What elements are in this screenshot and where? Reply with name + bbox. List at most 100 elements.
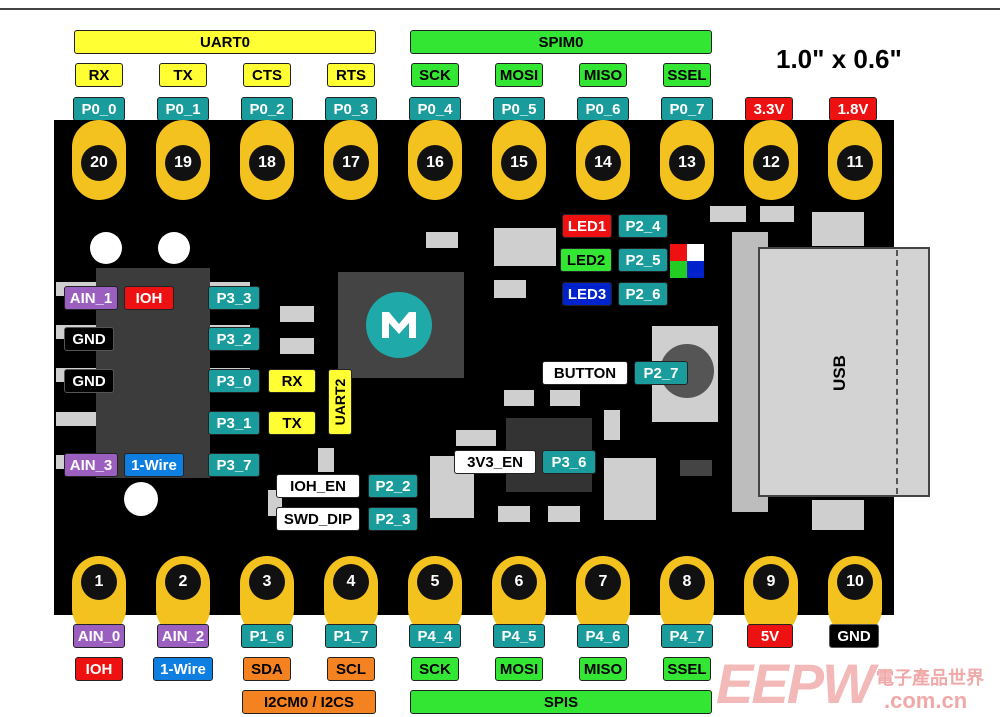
top-power-1v8: 1.8V <box>829 97 877 121</box>
smd-component <box>548 506 580 522</box>
port-p2-7: P2_7 <box>634 361 688 385</box>
pad-pin-2: 2 <box>156 556 210 636</box>
led3-port: P2_6 <box>618 282 668 306</box>
board-size-label: 1.0" x 0.6" <box>776 44 902 74</box>
label-3v3-en: 3V3_EN <box>454 450 536 474</box>
pin-number: 3 <box>249 564 285 600</box>
bottom-port-p4-6: P4_6 <box>577 624 629 648</box>
pad-pin-8: 8 <box>660 556 714 636</box>
spis-group-label: SPIS <box>410 690 712 714</box>
smd-component <box>550 390 580 406</box>
label-ioh-en: IOH_EN <box>276 474 360 498</box>
pad-pin-11: 11 <box>828 120 882 200</box>
bottom-label-sck: SCK <box>411 657 459 681</box>
bottom-label-1-wire: 1-Wire <box>153 657 213 681</box>
watermark-cn: 電子產品世界 <box>876 668 984 689</box>
pin-number: 2 <box>165 564 201 600</box>
usb-label: USB <box>830 355 849 391</box>
smd-component <box>426 232 458 248</box>
uart2-label: UART2 <box>328 369 352 435</box>
bottom-label-sda: SDA <box>243 657 291 681</box>
pad-pin-5: 5 <box>408 556 462 636</box>
pad-pin-17: 17 <box>324 120 378 200</box>
top-port-p0-2: P0_2 <box>241 97 293 121</box>
pin-number: 15 <box>501 145 537 181</box>
top-border-line <box>0 8 1000 10</box>
bottom-label-ioh: IOH <box>75 657 123 681</box>
pin-number: 5 <box>417 564 453 600</box>
pin-number: 8 <box>669 564 705 600</box>
pad-pin-13: 13 <box>660 120 714 200</box>
pad-pin-19: 19 <box>156 120 210 200</box>
uart2-tx-label: TX <box>268 411 316 435</box>
smd-component <box>280 338 314 354</box>
mounting-hole <box>158 232 190 264</box>
pin-number: 20 <box>81 145 117 181</box>
port-p3-1: P3_1 <box>208 411 260 435</box>
mounting-hole <box>124 482 158 516</box>
mounting-hole <box>90 232 122 264</box>
smd-component <box>318 448 334 472</box>
top-function-tx: TX <box>159 63 207 87</box>
bottom-label-miso: MISO <box>579 657 627 681</box>
top-function-rx: RX <box>75 63 123 87</box>
pad-pin-12: 12 <box>744 120 798 200</box>
smd-component <box>494 228 556 266</box>
pad-pin-3: 3 <box>240 556 294 636</box>
uart2-text: UART2 <box>332 378 348 426</box>
top-function-cts: CTS <box>243 63 291 87</box>
bottom-gnd: GND <box>829 624 879 648</box>
smd-component <box>498 506 530 522</box>
top-port-p0-1: P0_1 <box>157 97 209 121</box>
uart2-rx-label: RX <box>268 369 316 393</box>
smd-component <box>604 458 656 520</box>
port-p3-0: P3_0 <box>208 369 260 393</box>
watermark-url: .com.cn <box>884 688 968 713</box>
pad-pin-18: 18 <box>240 120 294 200</box>
label-ain-3: AIN_3 <box>64 453 118 477</box>
pad-pin-10: 10 <box>828 556 882 636</box>
spim0-group-label: SPIM0 <box>410 30 712 54</box>
pin-number: 18 <box>249 145 285 181</box>
port-p3-3: P3_3 <box>208 286 260 310</box>
smd-component <box>604 410 620 440</box>
usb-dashed-edge <box>896 250 898 494</box>
pad-pin-9: 9 <box>744 556 798 636</box>
pad-pin-20: 20 <box>72 120 126 200</box>
port-p2-3: P2_3 <box>368 507 418 531</box>
bottom-port-p4-7: P4_7 <box>661 624 713 648</box>
smd-component <box>494 280 526 298</box>
pin-number: 10 <box>837 564 873 600</box>
led1-label: LED1 <box>562 214 612 238</box>
label-button: BUTTON <box>542 361 628 385</box>
rgb-led-icon <box>670 244 704 278</box>
uart0-group-label: UART0 <box>74 30 376 54</box>
usb-connector <box>758 247 930 497</box>
chip-pin <box>56 412 96 426</box>
pin-number: 19 <box>165 145 201 181</box>
label-ioh-left: IOH <box>124 286 174 310</box>
i2c-group-label: I2CM0 / I2CS <box>242 690 376 714</box>
led1-port: P2_4 <box>618 214 668 238</box>
pad-pin-4: 4 <box>324 556 378 636</box>
bottom-port-p1-6: P1_6 <box>241 624 293 648</box>
led2-port: P2_5 <box>618 248 668 272</box>
smd-component <box>760 206 794 222</box>
bottom-port-p1-7: P1_7 <box>325 624 377 648</box>
led2-label: LED2 <box>560 248 612 272</box>
label-gnd-2: GND <box>64 369 114 393</box>
pin-number: 6 <box>501 564 537 600</box>
led3-label: LED3 <box>562 282 612 306</box>
bottom-label-scl: SCL <box>327 657 375 681</box>
pad-pin-1: 1 <box>72 556 126 636</box>
top-power-3v3: 3.3V <box>745 97 793 121</box>
top-port-p0-7: P0_7 <box>661 97 713 121</box>
maxim-logo-icon <box>366 292 432 358</box>
bottom-power-5v: 5V <box>747 624 793 648</box>
pin-number: 9 <box>753 564 789 600</box>
pad-pin-7: 7 <box>576 556 630 636</box>
port-p2-2: P2_2 <box>368 474 418 498</box>
smd-component <box>280 306 314 322</box>
port-p3-6: P3_6 <box>542 450 596 474</box>
bottom-port-p4-4: P4_4 <box>409 624 461 648</box>
